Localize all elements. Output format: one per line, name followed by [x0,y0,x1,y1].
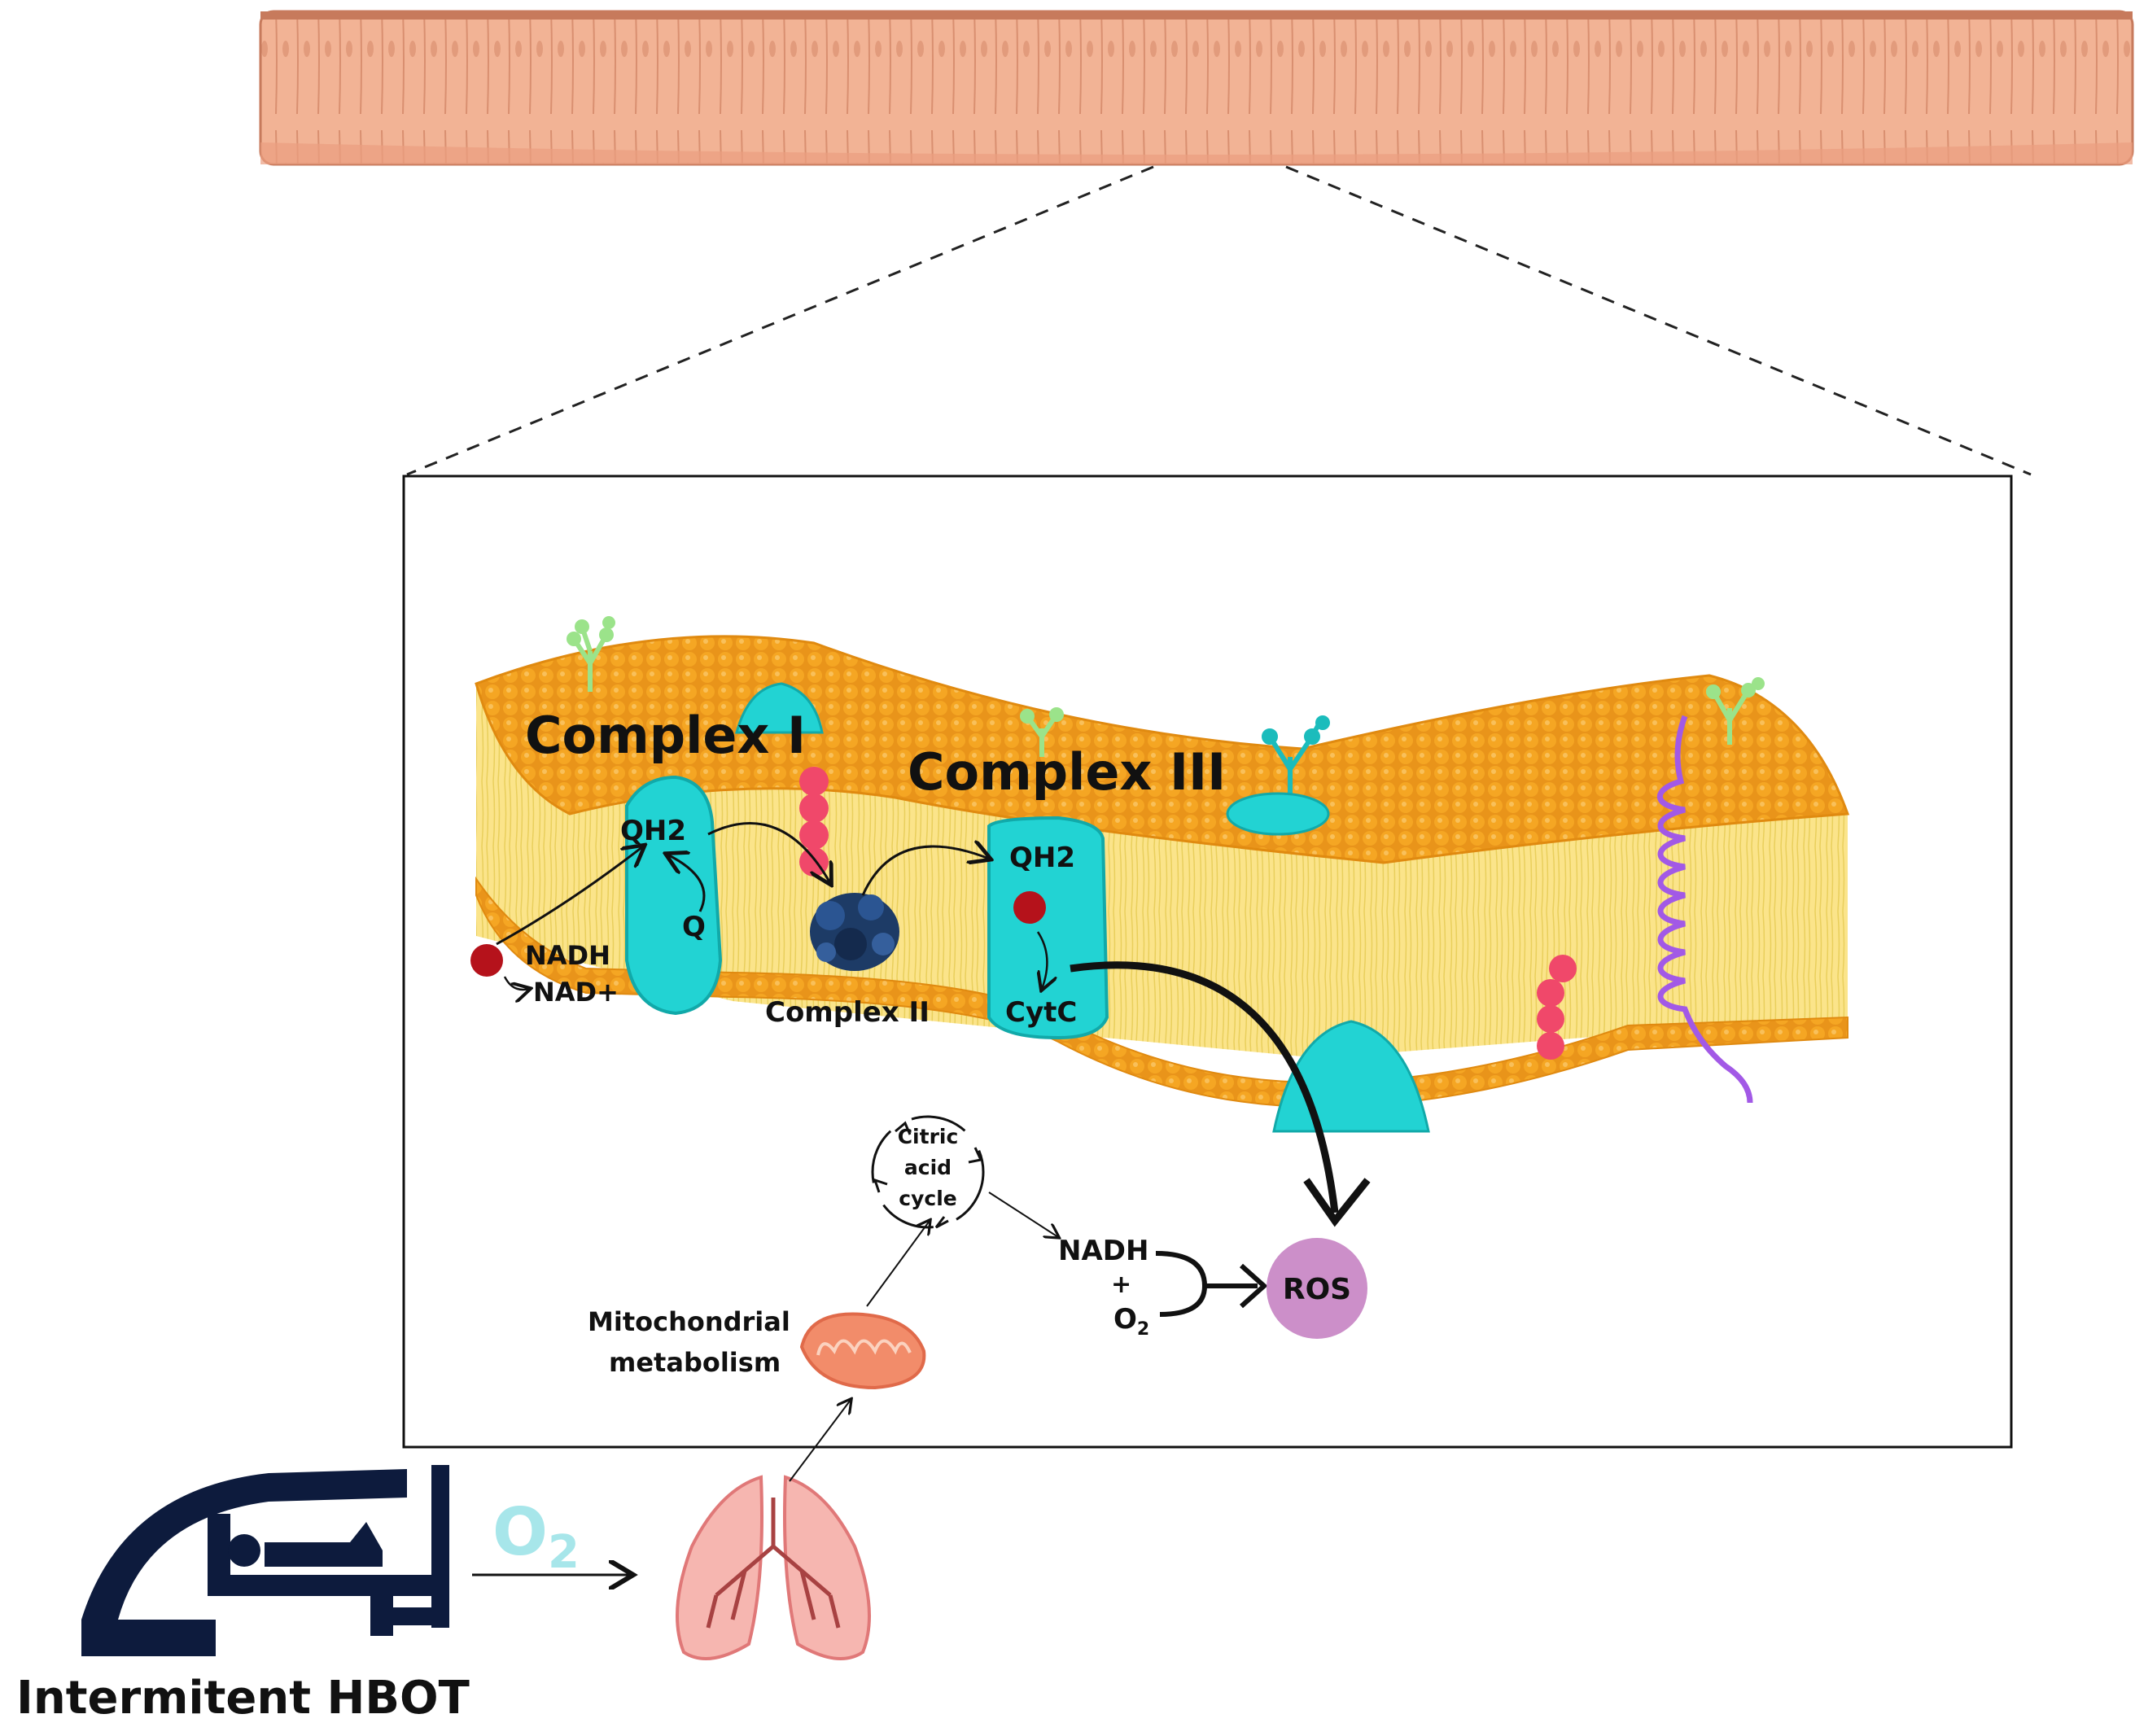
peripheral-protein-top [735,682,824,734]
glycoprotein-sprigs [567,616,1765,757]
nadh-left-label: NADH [525,940,610,971]
pink-chain-2 [1537,955,1577,1060]
zoom-line-right [1285,165,2032,476]
arrow-to-complex-iii [861,846,989,896]
arrow-to-ros-head [1303,1178,1371,1227]
zoom-line-left [406,165,1154,476]
q-label: Q [682,911,706,943]
ros-label: ROS [1283,1273,1351,1306]
qh2-right-label: QH2 [1009,842,1075,874]
glycoprotein-teal [1262,715,1330,798]
o2-small-label: O2 [1113,1303,1149,1340]
arrow-mito-to-cycle [866,1221,930,1307]
red-dot-complex-iii [1013,891,1046,924]
complex-i-label: Complex I [525,706,806,765]
mito-label-2: metabolism [609,1347,781,1378]
transmembrane-helix [1656,715,1753,1104]
nadh-bottom-label: NADH [1058,1235,1148,1267]
arrow-nad-plus [503,976,529,990]
complex-iii-protein [987,816,1109,1040]
o2-big-label: O2 [492,1494,580,1579]
arrow-lungs-to-mito [789,1400,851,1482]
complex-ii-protein [810,893,899,971]
peripheral-protein-mid [1226,792,1330,836]
ros-circle [1267,1238,1367,1339]
arrow-to-ros [1070,961,1339,1213]
citric-label-1: Citric [898,1125,959,1148]
qh2-left-label: QH2 [620,815,686,847]
arrow-to-cytc [1038,931,1047,989]
arrow-cycle-to-nadh [988,1192,1058,1237]
complex-i-protein [625,775,723,1016]
arrow-q-to-qh2 [667,855,706,912]
citric-label-3: cycle [899,1187,956,1210]
citric-label-2: acid [904,1156,952,1179]
cytc-label: CytC [1005,996,1077,1029]
complex-ii-label: Complex II [765,996,930,1029]
mito-label-1: Mitochondrial [588,1306,790,1337]
tissue-epithelium [259,10,2134,166]
arrow-to-complex-ii [707,822,830,884]
citric-acid-cycle: Citric acid cycle [871,1115,985,1229]
red-dot-nadh [470,944,503,977]
plus-label: + [1111,1270,1131,1299]
hyperbaric-chamber-icon [81,1465,449,1656]
therapy-label: Intermitent HBOT [16,1672,470,1725]
arrow-nadh-to-qh2 [496,846,643,946]
mitochondrion-icon [799,1312,926,1390]
lungs-icon [676,1475,871,1660]
arrow-to-ros-2-head [1240,1263,1268,1309]
complex-iii-label: Complex III [908,742,1226,802]
nad-plus-label: NAD+ [533,977,619,1008]
